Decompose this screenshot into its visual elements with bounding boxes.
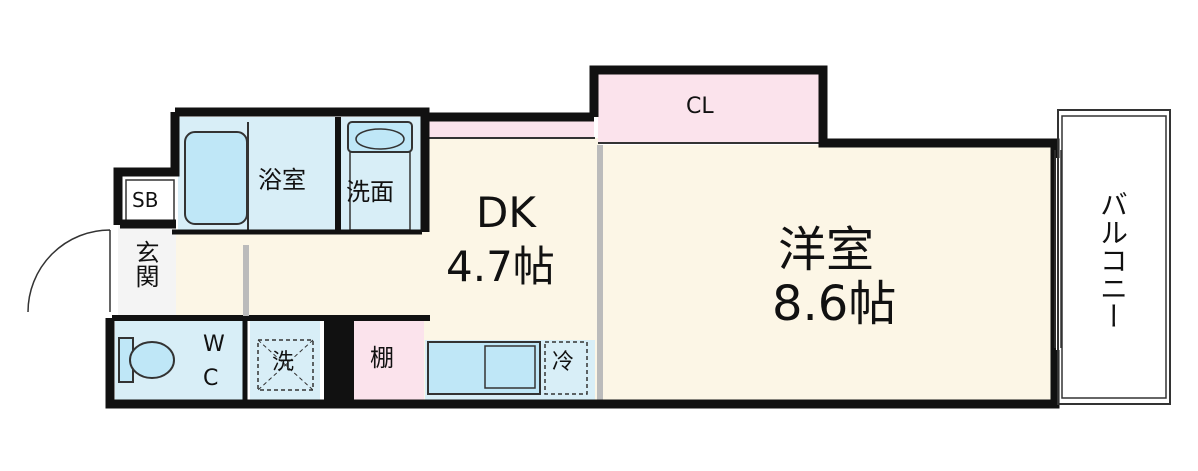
- cl-label: CL: [686, 94, 714, 119]
- shelf-floor: [354, 318, 424, 400]
- upper-closet-floor: [426, 117, 594, 139]
- bathtub: [184, 131, 248, 225]
- sink: [484, 345, 536, 389]
- balcony-floor: [1058, 112, 1170, 404]
- laundry-label: 洗: [272, 350, 295, 375]
- fridge-label: 冷: [552, 350, 575, 375]
- shelf-label: 棚: [370, 344, 394, 372]
- balcony: [1057, 109, 1171, 405]
- youshitsu-floor: [600, 145, 1055, 400]
- sb-box: [125, 179, 175, 223]
- laundry-pan: [257, 339, 314, 391]
- washroom-label: 洗面: [346, 178, 394, 206]
- youshitsu-name-label: 洋室: [778, 222, 875, 278]
- dk-size-label: 4.7帖: [446, 242, 555, 291]
- outer-walls: [105, 65, 1060, 409]
- dk-name-label: DK: [476, 188, 536, 237]
- wc-c-label: C: [203, 366, 219, 391]
- laundry-floor: [250, 318, 320, 400]
- cl-floor: [598, 73, 820, 143]
- hall-floor: [175, 232, 425, 320]
- youshitsu-size-label: 8.6帖: [772, 276, 897, 332]
- bath-label: 浴室: [258, 166, 306, 194]
- fridge-space: [544, 341, 588, 395]
- sb-label: SB: [132, 188, 159, 212]
- washbasin: [347, 121, 413, 153]
- wc-w-label: W: [203, 332, 225, 357]
- entrance-floor: [118, 225, 176, 317]
- entrance-label: 玄関: [131, 240, 159, 288]
- balcony-label: バルコニー: [1096, 190, 1129, 330]
- entrance-door: [27, 229, 111, 313]
